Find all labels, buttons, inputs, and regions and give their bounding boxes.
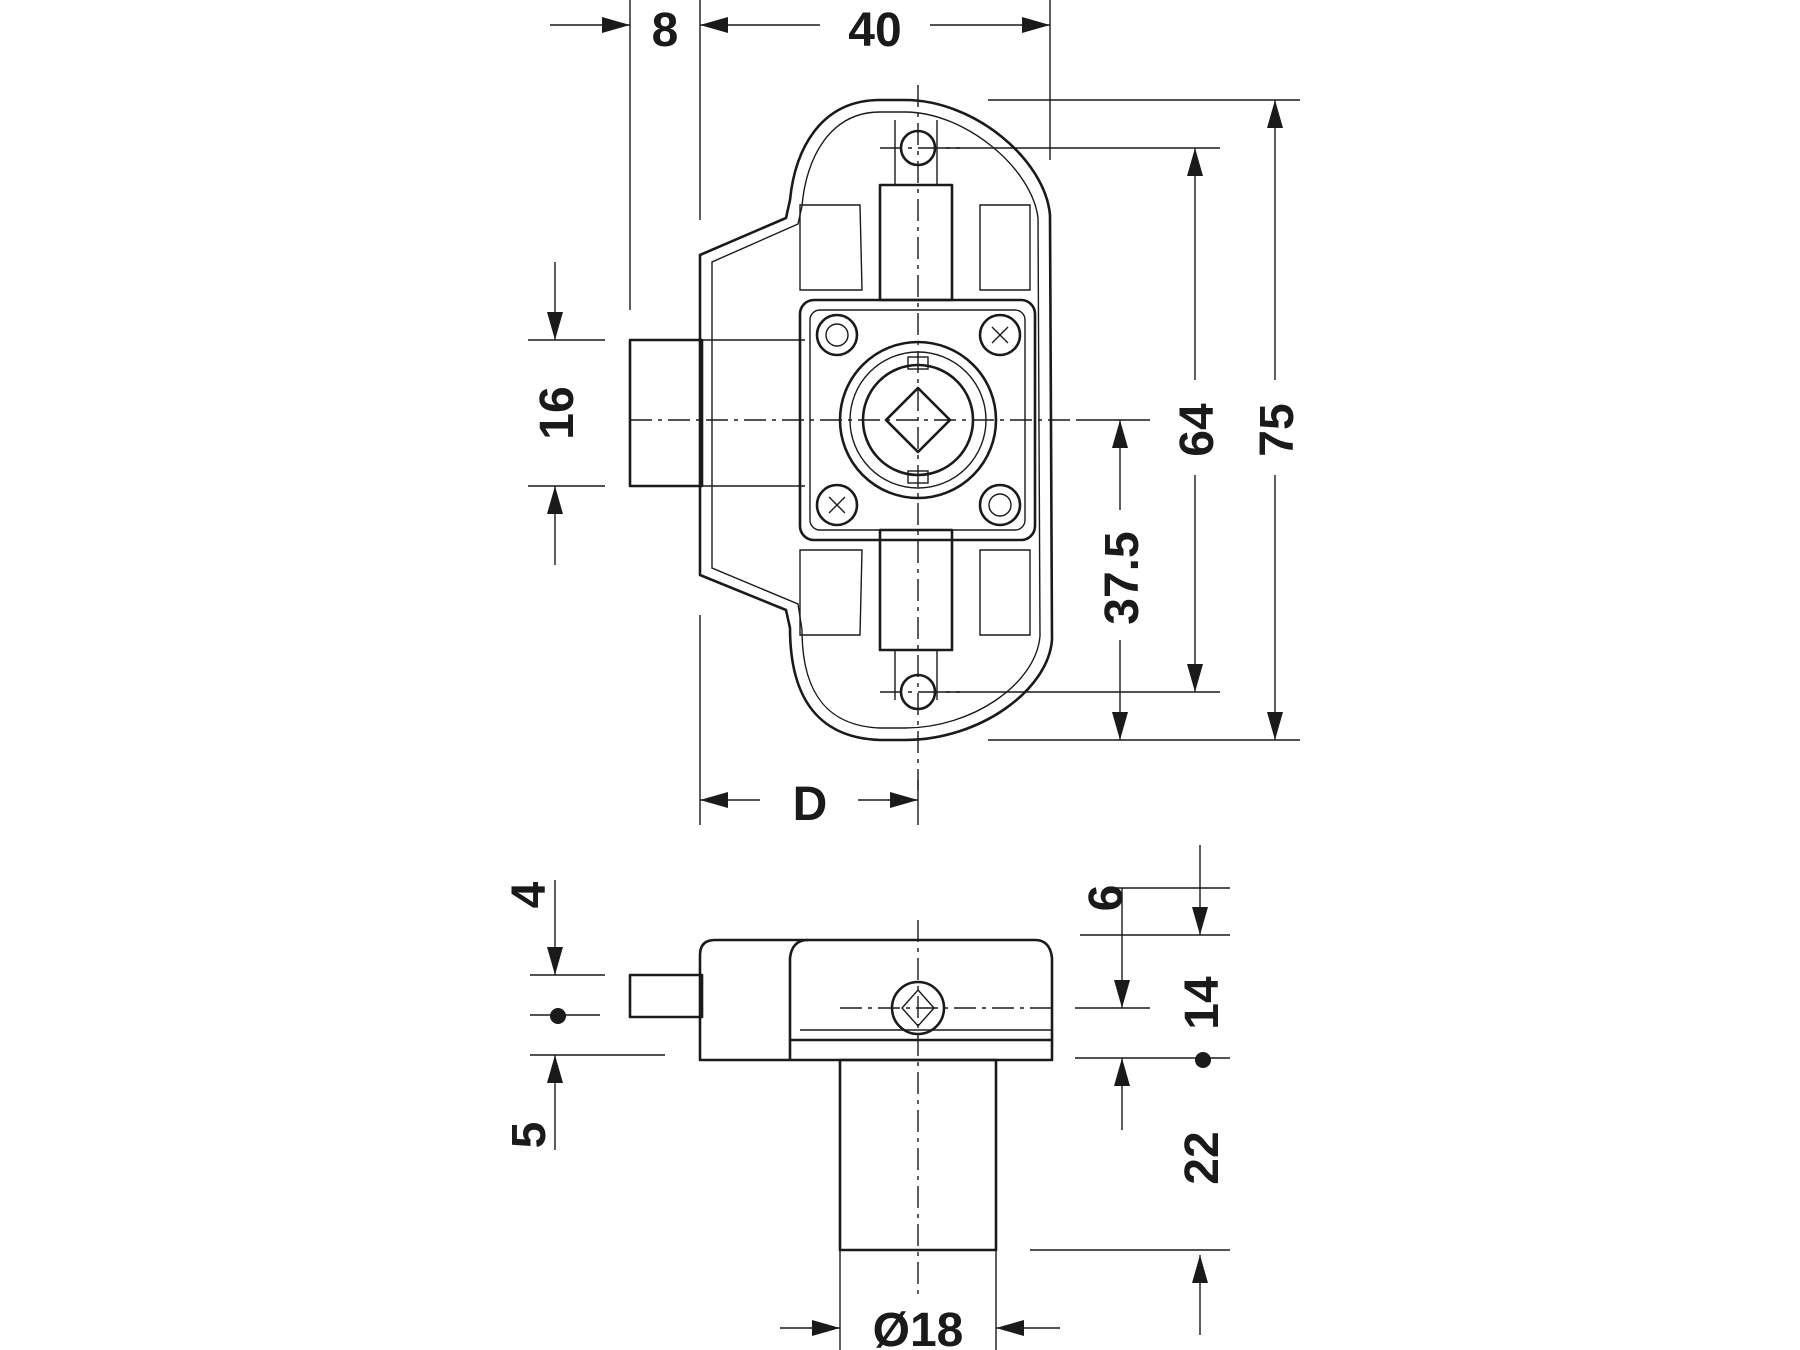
slide-bar-lower <box>878 528 954 652</box>
screw-top-left <box>815 313 859 357</box>
dim-center-to-hole: 37.5 <box>1096 531 1149 624</box>
dim-backset: D <box>793 778 828 831</box>
lower-left-recess <box>799 549 863 636</box>
dim-housing-depth: 14 <box>1176 976 1229 1030</box>
side-view <box>628 920 1054 1300</box>
datum-dot <box>1195 1052 1211 1068</box>
dim-cylinder-diameter: Ø18 <box>873 1304 964 1350</box>
slide-bar-upper <box>878 183 954 302</box>
upper-right-recess <box>979 204 1031 291</box>
datum-dot <box>550 1008 566 1024</box>
side-cylinder <box>838 1058 998 1252</box>
front-view <box>628 85 1080 790</box>
dim-bolt-height: 16 <box>531 386 584 439</box>
cross-head-icon <box>828 496 846 514</box>
screw-bottom-left <box>815 483 859 527</box>
key-square-icon <box>884 386 952 454</box>
dim-cylinder-length: 22 <box>1176 1131 1229 1184</box>
housing-inner-outline <box>711 111 1041 729</box>
dim-total-height: 75 <box>1251 403 1304 456</box>
dim-bolt-bottom: 5 <box>503 1122 556 1149</box>
housing-outline <box>698 98 1054 742</box>
front-view-dimensions: 8 40 16 64 75 37.5 <box>528 0 1304 831</box>
dim-hole-spacing: 64 <box>1171 403 1224 457</box>
dim-housing-width: 40 <box>848 4 901 57</box>
cross-head-icon <box>991 326 1009 344</box>
dim-bolt-offset: 8 <box>652 4 679 57</box>
bolt <box>628 338 704 488</box>
side-bolt <box>628 973 704 1019</box>
side-housing <box>698 938 1054 1062</box>
screw-top-right <box>978 313 1022 357</box>
side-plate <box>788 938 809 1060</box>
lower-right-recess <box>979 549 1031 636</box>
dim-plate-thickness: 6 <box>1080 885 1133 912</box>
upper-left-recess <box>799 204 863 291</box>
screw-bottom-right <box>978 483 1022 527</box>
dim-bolt-top: 4 <box>503 881 556 908</box>
side-view-dimensions: 4 5 6 14 22 Ø18 <box>503 845 1230 1350</box>
